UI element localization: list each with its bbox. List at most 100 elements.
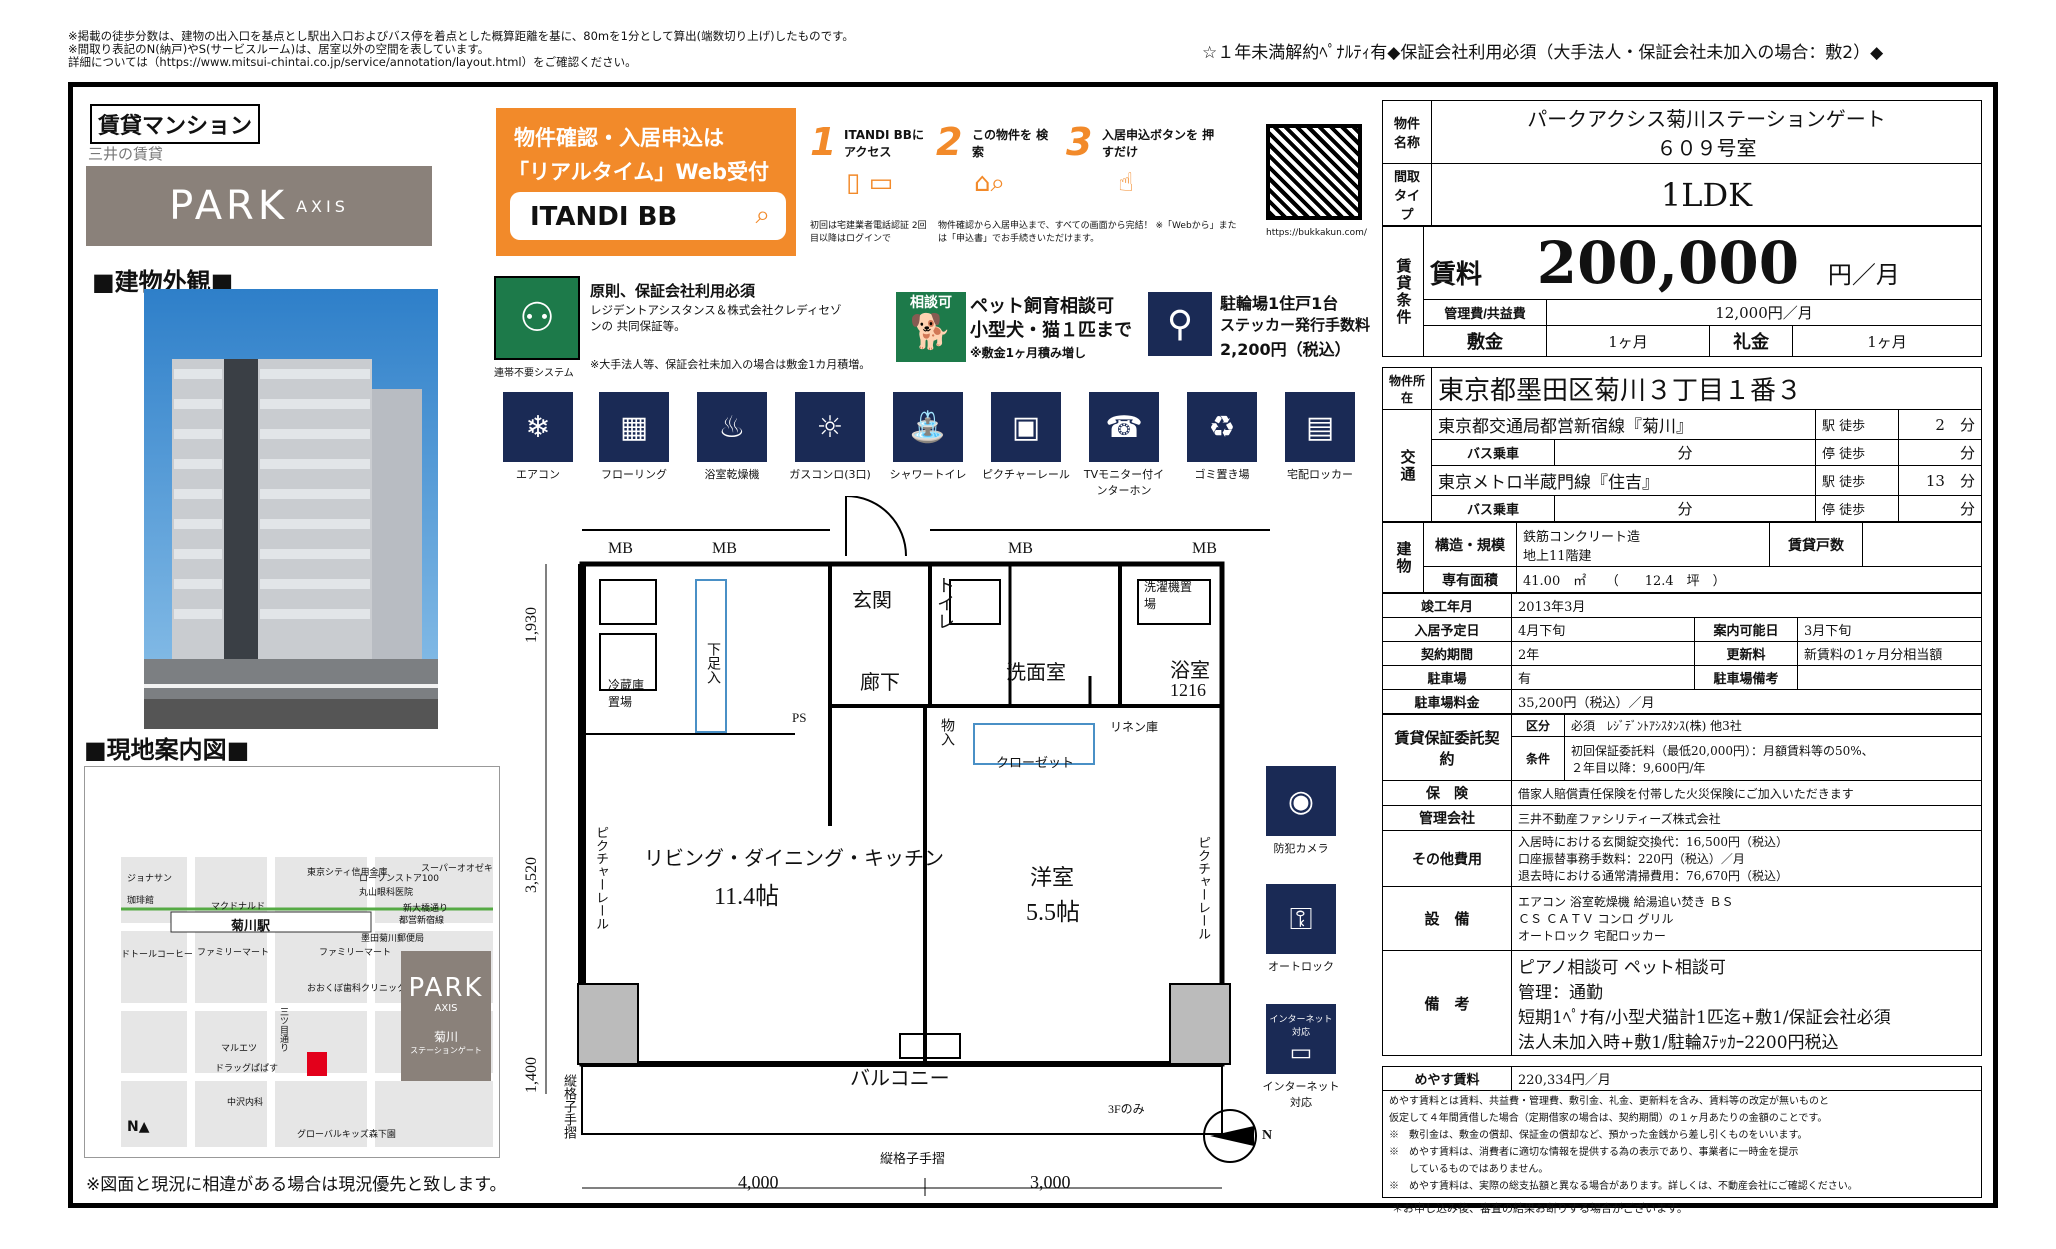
- map-logo-station: 菊川: [433, 1030, 458, 1044]
- term-label: 契約期間: [1382, 641, 1512, 666]
- map-label: 都営新宿線: [399, 916, 445, 926]
- gas-stove-icon: ☼: [795, 392, 865, 462]
- contract-term: 2年: [1511, 641, 1695, 666]
- notice-right: ☆１年未満解約ﾍﾟﾅﾙﾃｨ有◆保証会社利用必須（大手法人・保証会社未加入の場合：…: [1202, 43, 1884, 63]
- bus-minutes: 分: [1554, 495, 1816, 522]
- map-label: スーパーオオゼキ: [421, 864, 493, 874]
- remarks-line2: 管理：通勤: [1518, 983, 1603, 1003]
- meyasu-note: ※ めやす賃料は、消費者に適切な情報を提供する為の表示であり、事業者に一時金を提…: [1389, 1147, 1799, 1158]
- equipment-label: 設 備: [1382, 886, 1512, 951]
- map-logo-sub: AXIS: [434, 1003, 458, 1014]
- shower-toilet-icon: ⛲: [893, 392, 963, 462]
- equipment-line3: オートロック 宅配ロッカー: [1518, 929, 1666, 943]
- pet-badge: 相談可: [910, 295, 952, 311]
- map-logo: PARK AXIS 菊川 ステーションゲート: [401, 951, 491, 1081]
- remarks-line3: 短期1ﾍﾟﾅ有/小型犬猫計1匹迄+敷1/保証会社必須: [1518, 1008, 1891, 1028]
- equipment-line1: エアコン 浴室乾燥機 給湯追い焚き ＢＳ: [1518, 895, 1734, 909]
- dim-w1: 4,000: [738, 1172, 779, 1192]
- itandi-search-box[interactable]: ITANDI BB ⌕: [510, 192, 786, 240]
- type-label: 賃貸マンション: [90, 104, 261, 144]
- feature-label: フローリング: [601, 468, 667, 481]
- manager: 三井不動産ファシリティーズ株式会社: [1511, 805, 1982, 831]
- viewing-date: 3月下旬: [1797, 617, 1982, 642]
- banner-line1: 物件確認・入居申込は: [514, 126, 724, 150]
- garbage-icon: ♻: [1187, 392, 1257, 462]
- map-label: ドラッグぱぱす: [215, 1064, 279, 1074]
- room-genkan: 玄関: [852, 590, 892, 612]
- guarantee-table: 賃貸保証委託契約区分必須 ﾚｼﾞﾃﾞﾝﾄｱｼｽﾀﾝｽ(株) 他3社 条件初回保証…: [1382, 714, 1982, 1056]
- bath-size: 1216: [1170, 680, 1206, 700]
- renewal-fee: 新賃料の1ヶ月分相当額: [1797, 641, 1982, 666]
- map-logo-text: PARK: [408, 973, 484, 1003]
- intercom-feature: ☎TVモニター付インターホン: [1080, 392, 1168, 498]
- mb-label: MB: [608, 540, 633, 557]
- guarantee-label: 賃貸保証委託契約: [1382, 714, 1512, 781]
- dim-h3: 1,400: [523, 1057, 540, 1093]
- room-western: 洋室: [1030, 865, 1075, 890]
- other-fee1: 入居時における玄関錠交換代：16,500円（税込）: [1518, 835, 1788, 849]
- qr-code-icon[interactable]: [1266, 124, 1362, 220]
- note-layout: ※間取り表記のN(納戸)やS(サービスルーム)は、居室以外の空間を表しています。: [68, 42, 490, 56]
- parking-label: 駐車場: [1382, 665, 1512, 690]
- dim-w2: 3,000: [1030, 1172, 1071, 1192]
- note-url: 詳細については（https://www.mitsui-chintai.co.jp…: [68, 55, 637, 69]
- step-foot2: 物件確認から入居申込まで、すべての画面から完結！ ※「Webから」または「申込書…: [938, 221, 1237, 244]
- step1-num: 1: [810, 120, 837, 164]
- bike-sub: ステッカー発行手数料: [1220, 316, 1371, 334]
- step2-num: 2: [936, 120, 963, 164]
- built-date: 2013年3月: [1511, 593, 1982, 618]
- units-label: 賃貸戸数: [1769, 522, 1863, 567]
- renewal-label: 更新料: [1694, 641, 1798, 666]
- feature-label: ピクチャーレール: [982, 468, 1070, 481]
- guarantor-icon-caption: 連帯不要システム: [494, 368, 574, 379]
- movein-date: 4月下旬: [1511, 617, 1695, 642]
- other-fees-label: その他費用: [1382, 830, 1512, 887]
- parking: 有: [1511, 665, 1695, 690]
- floor-plan: MB MB MB MB 玄関 トイレ 洗濯機置場 下足入 廊下 洗面室 浴室 1…: [523, 495, 1310, 1198]
- feature-label: エアコン: [516, 468, 560, 481]
- building-photo: [144, 289, 438, 729]
- room-washroom: 洗面室: [1006, 662, 1066, 684]
- stop-walk: 停 徒歩: [1815, 439, 1899, 466]
- guarantor-title: 原則、保証会社利用必須: [590, 282, 756, 300]
- garbage-feature: ♻ゴミ置き場: [1178, 392, 1266, 482]
- dim-h2: 3,520: [523, 857, 540, 893]
- house-search-icon: ⌂⌕: [974, 168, 1006, 198]
- fridge-space: 冷蔵庫置場: [608, 678, 645, 709]
- meyasu-note: 仮定して４年間賃借した場合（定期借家の場合は、契約期間）の１ヶ月あたりの金額のこ…: [1389, 1113, 1828, 1124]
- search-icon: ⌕: [755, 200, 770, 230]
- feature-label: 防犯カメラ: [1273, 842, 1329, 855]
- bath-dryer-icon: ♨: [697, 392, 767, 462]
- line2-mode: 駅 徒歩: [1815, 465, 1899, 496]
- property-name: パークアクシス菊川ステーションゲート ６０９号室: [1431, 100, 1982, 164]
- transport-label: 交通: [1382, 409, 1432, 522]
- pet-note: ※敷金1ヶ月積み増し: [970, 346, 1087, 360]
- picture-rail-label: ピクチャーレール: [1196, 836, 1211, 940]
- map-label: ドトールコーヒー: [121, 950, 193, 960]
- railing-label: 縦格子手摺: [880, 1151, 946, 1166]
- step3-text: 入居申込ボタンを 押すだけ: [1102, 128, 1215, 159]
- delivery-locker-icon: ▤: [1285, 392, 1355, 462]
- viewing-label: 案内可能日: [1694, 617, 1798, 642]
- structure: 鉄筋コンクリート造: [1523, 529, 1641, 545]
- map-label: 珈琲館: [127, 896, 155, 906]
- bike-title: 駐輪場1住戸1台: [1220, 294, 1339, 313]
- property-info: 物件名称 パークアクシス菊川ステーションゲート ６０９号室 間取タイプ 1LDK…: [1382, 100, 1982, 1216]
- device-icon: ▯ ▭: [846, 168, 894, 198]
- floors: 地上11階建: [1523, 548, 1592, 564]
- equipment-line2: ＣＳ ＣＡＴＶ コンロ グリル: [1518, 912, 1674, 926]
- room-closet: クローゼット: [996, 755, 1075, 770]
- area-label: 専有面積: [1423, 566, 1517, 593]
- picture-rail-icon: ▣: [991, 392, 1061, 462]
- rent-unit: 円／月: [1827, 262, 1900, 289]
- meyasu-amount: 220,334円／月: [1511, 1066, 1982, 1091]
- remarks-line1: ピアノ相談可 ペット相談可: [1518, 958, 1726, 978]
- banner-url[interactable]: https://bukkakun.com/: [1266, 228, 1367, 238]
- deposit: 1ヶ月: [1546, 325, 1710, 357]
- itandi-banner[interactable]: 物件確認・入居申込は 「リアルタイム」Web受付 ITANDI BB ⌕ 1 I…: [496, 108, 1376, 256]
- parking-note-label: 駐車場備考: [1694, 665, 1798, 690]
- line1-minutes: 2: [1935, 416, 1945, 434]
- step-foot1: 初回は宅建業者電話認証 2回目以降はログインで: [810, 221, 927, 244]
- key-money-label: 礼金: [1709, 325, 1793, 357]
- parking-fee: 35,200円（税込）／月: [1511, 689, 1982, 714]
